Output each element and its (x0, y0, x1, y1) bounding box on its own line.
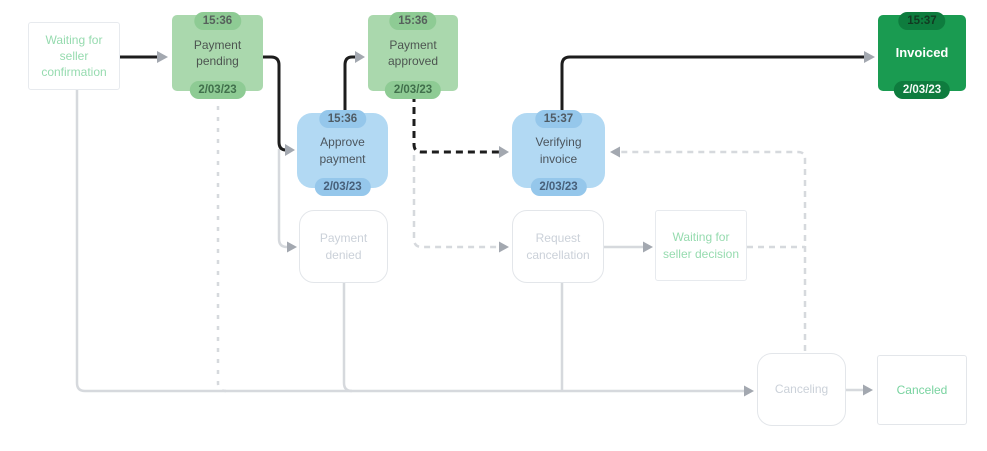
node-request-cancellation: Request cancellation (512, 210, 604, 283)
node-invoiced: 15:37 Invoiced 2/03/23 (878, 12, 966, 99)
node-waiting-seller-decision: Waiting for seller decision (655, 210, 747, 281)
node-payment-denied: Payment denied (299, 210, 388, 283)
node-label: Payment approved (387, 37, 439, 68)
node-label: Canceled (896, 382, 948, 397)
arrowheads (157, 51, 875, 397)
edge-payment-denied-to-canceling (342, 283, 353, 393)
date-badge: 2/03/23 (189, 80, 246, 99)
node-verifying-invoice: 15:37 Verifying invoice 2/03/23 (512, 110, 605, 196)
edge-waiting-seller-decision-to-verifying-invoice (621, 150, 807, 351)
edge-payment-approved-to-verifying-invoice (412, 95, 499, 154)
node-label: Request cancellation (526, 231, 590, 262)
node-payment-approved: 15:36 Payment approved 2/03/23 (368, 12, 458, 99)
node-waiting-seller-confirmation: Waiting for seller confirmation (28, 22, 120, 90)
timestamp-badge: 15:37 (898, 12, 946, 31)
node-label: Verifying invoice (535, 135, 582, 166)
date-badge: 2/03/23 (893, 80, 951, 99)
edge-payment-pending-to-approve-payment (263, 55, 287, 152)
edge-verifying-invoice-to-invoiced (560, 55, 864, 113)
date-badge: 2/03/23 (314, 177, 371, 196)
node-label: Waiting for seller decision (662, 230, 740, 261)
node-approve-payment: 15:36 Approve payment 2/03/23 (297, 110, 388, 196)
edge-payment-pending-to-payment-denied (277, 149, 288, 249)
timestamp-badge: 15:36 (318, 110, 367, 129)
node-canceled: Canceled (877, 355, 967, 425)
edge-payment-approved-to-request-cancellation (412, 155, 499, 249)
node-label: Waiting for seller confirmation (41, 32, 107, 80)
edge-waiting-seller-confirmation-to-canceling (75, 90, 744, 393)
date-badge: 2/03/23 (530, 177, 587, 196)
timestamp-badge: 15:36 (193, 12, 242, 31)
node-label: Canceling (774, 382, 829, 397)
edge-approve-payment-to-payment-approved (343, 55, 355, 113)
node-label: Approve payment (319, 135, 366, 166)
node-label: Payment denied (319, 231, 368, 262)
timestamp-badge: 15:37 (534, 110, 583, 129)
node-label: Invoiced (895, 45, 949, 61)
edge-payment-pending-to-canceling-dashed (216, 95, 227, 393)
node-payment-pending: 15:36 Payment pending 2/03/23 (172, 12, 263, 99)
node-canceling: Canceling (757, 353, 846, 426)
node-label: Payment pending (193, 37, 242, 68)
date-badge: 2/03/23 (384, 80, 442, 99)
timestamp-badge: 15:36 (389, 12, 437, 31)
